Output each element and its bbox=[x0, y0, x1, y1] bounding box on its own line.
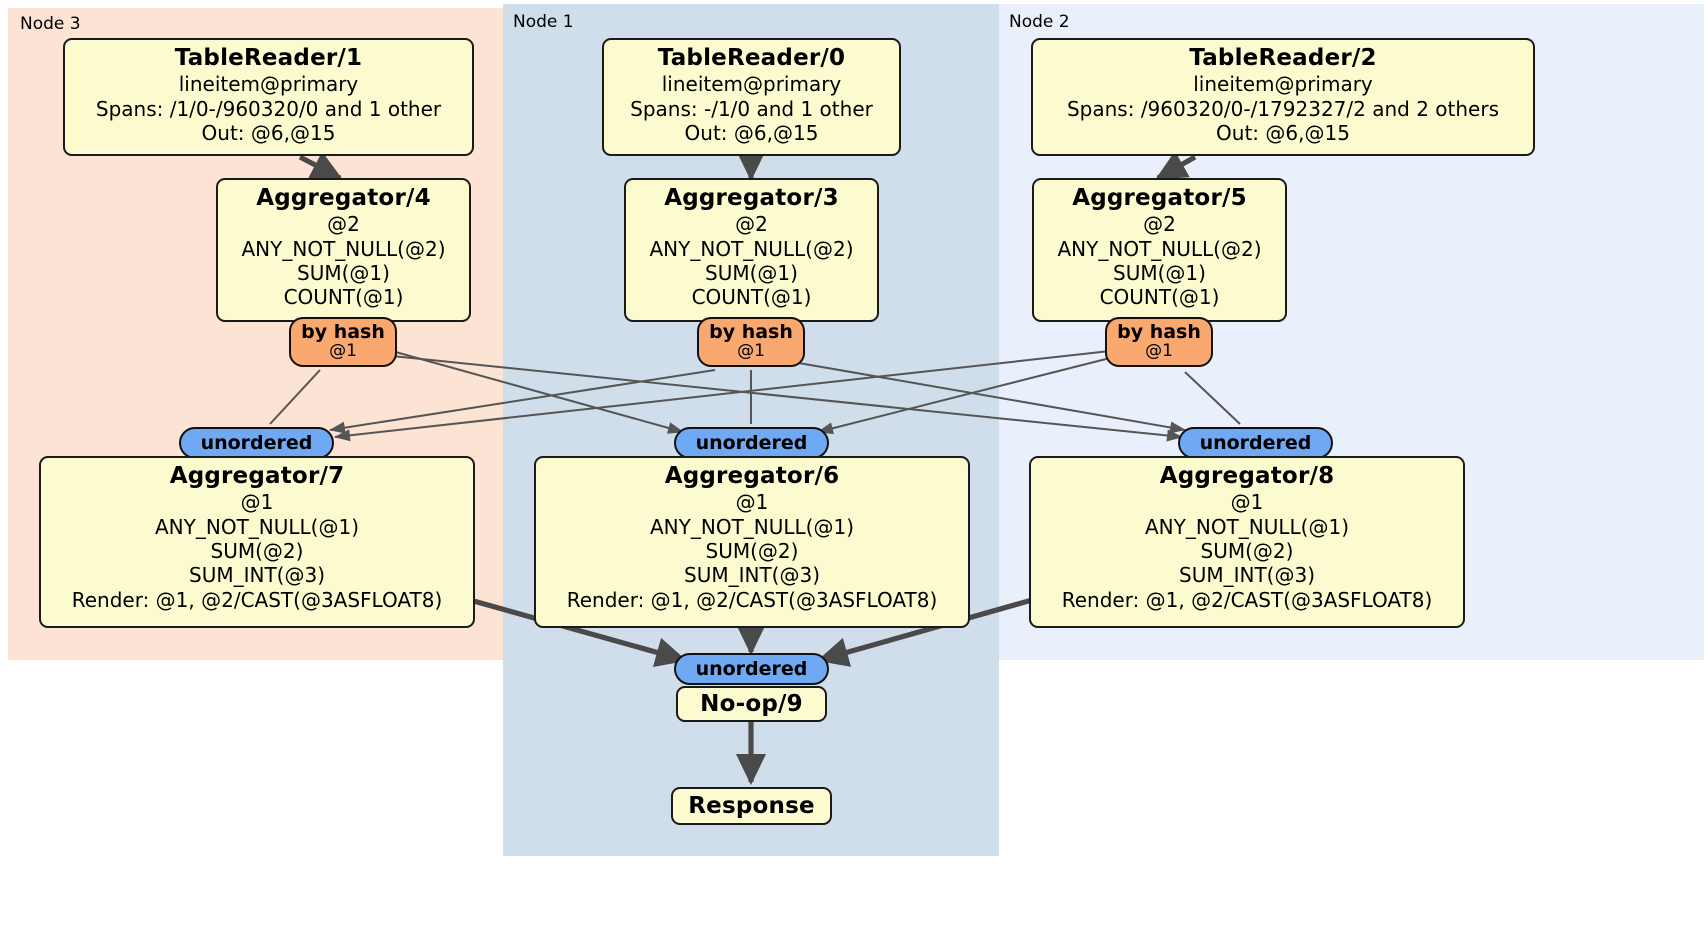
panel-node-2-label: Node 2 bbox=[1009, 12, 1070, 32]
node-line: @2 bbox=[327, 212, 360, 237]
node-aggregator-3[interactable]: Aggregator/3 @2 ANY_NOT_NULL(@2) SUM(@1)… bbox=[624, 178, 879, 322]
node-response[interactable]: Response bbox=[671, 787, 832, 825]
node-line: Render: @1, @2/CAST(@3ASFLOAT8) bbox=[71, 587, 443, 612]
node-title: Response bbox=[688, 793, 815, 819]
node-aggregator-4[interactable]: Aggregator/4 @2 ANY_NOT_NULL(@2) SUM(@1)… bbox=[216, 178, 471, 322]
sync-unordered-final[interactable]: unordered bbox=[674, 653, 829, 685]
node-line: @1 bbox=[735, 490, 769, 515]
node-line: @2 bbox=[1143, 212, 1176, 237]
node-line: ANY_NOT_NULL(@2) bbox=[1057, 236, 1262, 261]
node-line: SUM(@1) bbox=[705, 260, 798, 285]
node-aggregator-8[interactable]: Aggregator/8 @1 ANY_NOT_NULL(@1) SUM(@2)… bbox=[1029, 456, 1465, 628]
node-title: Aggregator/4 bbox=[256, 185, 431, 211]
node-line: COUNT(@1) bbox=[283, 285, 404, 310]
node-line: SUM(@2) bbox=[705, 538, 799, 563]
router-sublabel: @1 bbox=[737, 341, 765, 362]
panel-node-3-label: Node 3 bbox=[20, 14, 81, 34]
node-title: TableReader/0 bbox=[657, 45, 846, 71]
node-line: ANY_NOT_NULL(@1) bbox=[650, 514, 854, 539]
node-aggregator-5[interactable]: Aggregator/5 @2 ANY_NOT_NULL(@2) SUM(@1)… bbox=[1032, 178, 1287, 322]
node-line: Render: @1, @2/CAST(@3ASFLOAT8) bbox=[566, 587, 938, 612]
node-line: SUM(@2) bbox=[210, 538, 304, 563]
node-line: ANY_NOT_NULL(@2) bbox=[241, 236, 446, 261]
router-label: by hash bbox=[301, 321, 385, 344]
router-by-hash-right[interactable]: by hash @1 bbox=[1105, 317, 1213, 367]
node-title: Aggregator/7 bbox=[169, 463, 345, 489]
node-line: SUM_INT(@3) bbox=[189, 563, 325, 588]
router-sublabel: @1 bbox=[329, 341, 357, 362]
node-line: @1 bbox=[1230, 490, 1264, 515]
node-line: ANY_NOT_NULL(@2) bbox=[649, 236, 854, 261]
node-line: Spans: /1/0-/960320/0 and 1 other bbox=[95, 96, 442, 121]
node-line: SUM(@1) bbox=[297, 260, 390, 285]
node-line: SUM(@2) bbox=[1200, 538, 1294, 563]
node-line: Render: @1, @2/CAST(@3ASFLOAT8) bbox=[1061, 587, 1433, 612]
sync-unordered-right[interactable]: unordered bbox=[1178, 427, 1333, 459]
router-sublabel: @1 bbox=[1145, 341, 1173, 362]
node-line: Out: @6,@15 bbox=[1216, 120, 1350, 145]
node-aggregator-6[interactable]: Aggregator/6 @1 ANY_NOT_NULL(@1) SUM(@2)… bbox=[534, 456, 970, 628]
node-aggregator-7[interactable]: Aggregator/7 @1 ANY_NOT_NULL(@1) SUM(@2)… bbox=[39, 456, 475, 628]
node-line: lineitem@primary bbox=[1193, 72, 1373, 97]
node-title: Aggregator/8 bbox=[1159, 463, 1335, 489]
node-no-op-9[interactable]: No-op/9 bbox=[676, 686, 827, 722]
node-title: TableReader/2 bbox=[1189, 45, 1377, 71]
node-line: ANY_NOT_NULL(@1) bbox=[155, 514, 359, 539]
node-title: Aggregator/5 bbox=[1072, 185, 1247, 211]
node-line: SUM_INT(@3) bbox=[684, 563, 820, 588]
node-line: COUNT(@1) bbox=[1099, 285, 1220, 310]
node-line: Spans: /960320/0-/1792327/2 and 2 others bbox=[1066, 96, 1499, 121]
node-line: Out: @6,@15 bbox=[684, 120, 819, 145]
node-tablereader-2[interactable]: TableReader/2 lineitem@primary Spans: /9… bbox=[1031, 38, 1535, 156]
node-line: Spans: -/1/0 and 1 other bbox=[630, 96, 873, 121]
node-line: ANY_NOT_NULL(@1) bbox=[1145, 514, 1349, 539]
node-tablereader-0[interactable]: TableReader/0 lineitem@primary Spans: -/… bbox=[602, 38, 901, 156]
node-line: lineitem@primary bbox=[661, 72, 842, 97]
node-title: Aggregator/3 bbox=[664, 185, 839, 211]
node-line: SUM_INT(@3) bbox=[1179, 563, 1315, 588]
sync-unordered-left[interactable]: unordered bbox=[179, 427, 334, 459]
router-by-hash-mid[interactable]: by hash @1 bbox=[697, 317, 805, 367]
node-title: No-op/9 bbox=[700, 691, 803, 717]
node-title: Aggregator/6 bbox=[664, 463, 840, 489]
node-line: @1 bbox=[240, 490, 274, 515]
sync-unordered-mid[interactable]: unordered bbox=[674, 427, 829, 459]
router-label: by hash bbox=[709, 321, 793, 344]
node-line: COUNT(@1) bbox=[691, 285, 812, 310]
node-line: lineitem@primary bbox=[178, 72, 359, 97]
node-title: TableReader/1 bbox=[174, 45, 363, 71]
router-by-hash-left[interactable]: by hash @1 bbox=[289, 317, 397, 367]
panel-node-1-label: Node 1 bbox=[513, 12, 574, 32]
node-line: Out: @6,@15 bbox=[201, 120, 336, 145]
router-label: by hash bbox=[1117, 321, 1201, 344]
node-tablereader-1[interactable]: TableReader/1 lineitem@primary Spans: /1… bbox=[63, 38, 474, 156]
node-line: @2 bbox=[735, 212, 768, 237]
node-line: SUM(@1) bbox=[1113, 260, 1206, 285]
